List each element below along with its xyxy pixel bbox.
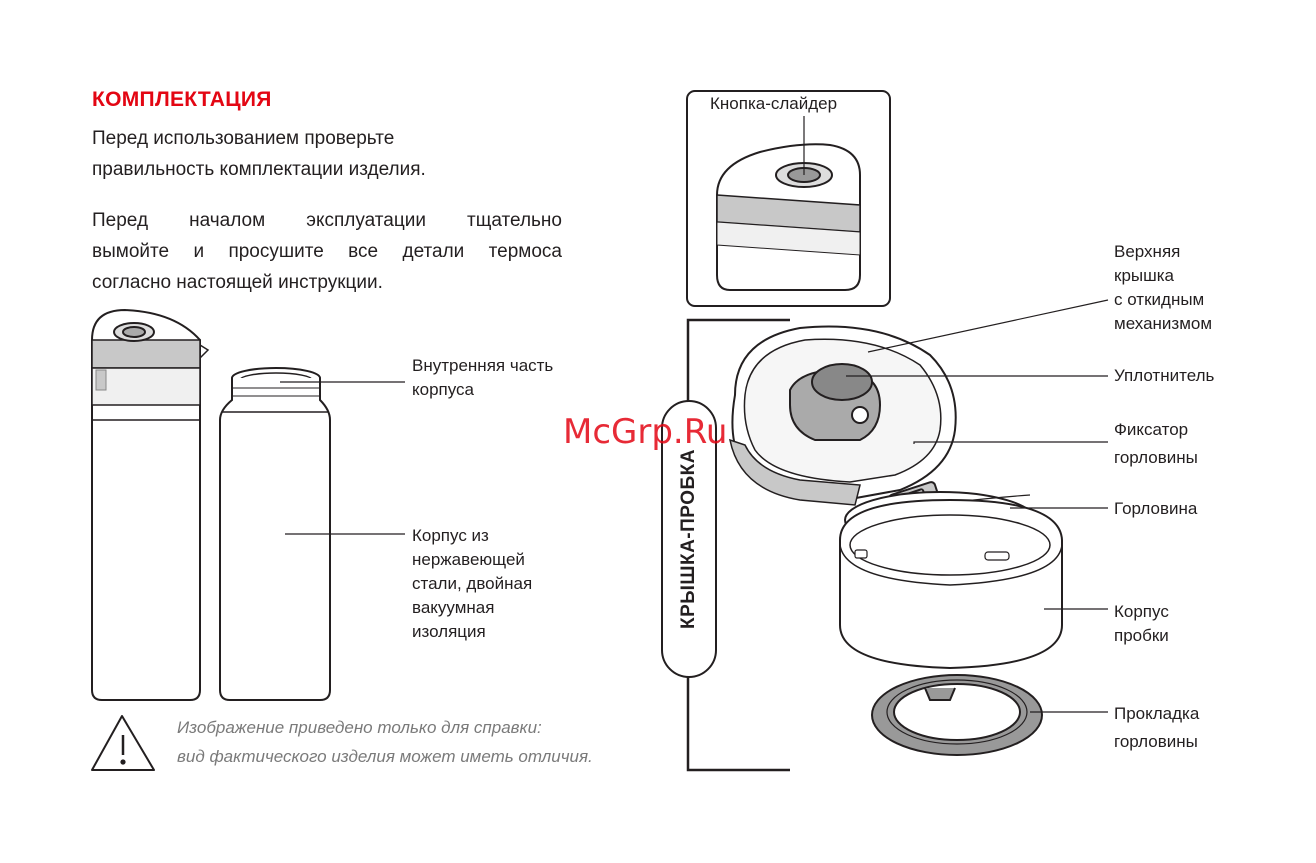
label-seal: Уплотнитель [1114, 364, 1214, 388]
intro-paragraph-2-line-2: вымойте и просушите все детали термоса [92, 241, 562, 262]
label-seal-line-1: Уплотнитель [1114, 366, 1215, 385]
intro-paragraph-1-line-1: Перед использованием проверьте [92, 128, 395, 149]
left-leader-lines [280, 381, 405, 535]
label-inner-body-line-1: Внутренняя часть [412, 356, 554, 375]
thermos-assembled-illustration [91, 308, 210, 701]
label-neck-gasket-line-1: Прокладка [1114, 704, 1200, 723]
label-steel-body-line-4: вакуумная [412, 598, 495, 617]
label-neck-gasket-line-2: горловины [1114, 732, 1198, 751]
label-neck-lock: Фиксатор горловины [1114, 418, 1198, 470]
inner-flask-illustration [219, 367, 331, 701]
label-plug-body-line-2: пробки [1114, 626, 1169, 645]
top-lid-illustration [729, 325, 957, 506]
intro-paragraph-1: Перед использованием проверьте правильно… [92, 123, 562, 185]
label-neck-lock-line-1: Фиксатор [1114, 420, 1189, 439]
label-inner-body-line-2: корпуса [412, 380, 475, 399]
label-neck: Горловина [1114, 497, 1197, 521]
slider-cap-illustration [686, 90, 891, 307]
section-title: КОМПЛЕКТАЦИЯ [92, 88, 272, 111]
label-slider-button: Кнопка-слайдер [710, 94, 838, 113]
intro-paragraph-1-line-2: правильность комплектации изделия. [92, 159, 426, 180]
label-plug-body: Корпус пробки [1114, 600, 1169, 648]
label-steel-body-line-3: стали, двойная [412, 574, 533, 593]
vertical-plug-label: КРЫШКА-ПРОБКА [661, 400, 717, 678]
plug-body-illustration [839, 498, 1063, 670]
label-top-lid: Верхняя крышка с откидным механизмом [1114, 240, 1212, 336]
vertical-plug-label-text: КРЫШКА-ПРОБКА [678, 449, 699, 629]
reference-note-line-2: вид фактического изделия может иметь отл… [177, 747, 593, 766]
intro-paragraph-2: Перед началом эксплуатации тщательно вым… [92, 205, 562, 298]
watermark: McGrp.Ru [563, 412, 728, 452]
label-neck-gasket: Прокладка горловины [1114, 702, 1199, 754]
label-steel-body-line-1: Корпус из [412, 526, 489, 545]
intro-paragraph-2-line-3: согласно настоящей инструкции. [92, 272, 383, 293]
label-neck-line-1: Горловина [1114, 499, 1198, 518]
label-steel-body-line-2: нержавеющей [412, 550, 525, 569]
label-plug-body-line-1: Корпус [1114, 602, 1169, 621]
intro-paragraph-2-line-1: Перед началом эксплуатации тщательно [92, 210, 562, 231]
label-steel-body: Корпус из нержавеющей стали, двойная вак… [412, 524, 532, 644]
label-neck-lock-line-2: горловины [1114, 448, 1198, 467]
neck-gasket-illustration [871, 674, 1043, 756]
label-steel-body-line-5: изоляция [412, 622, 486, 641]
warning-triangle-icon [91, 715, 155, 771]
label-top-lid-line-2: крышка [1114, 266, 1175, 285]
label-top-lid-line-4: механизмом [1114, 314, 1213, 333]
label-top-lid-line-1: Верхняя [1114, 242, 1181, 261]
reference-note: Изображение приведено только для справки… [177, 713, 593, 771]
label-inner-body: Внутренняя часть корпуса [412, 354, 553, 402]
label-top-lid-line-3: с откидным [1114, 290, 1205, 309]
right-leader-lines [846, 299, 1109, 713]
reference-note-line-1: Изображение приведено только для справки… [177, 718, 542, 737]
